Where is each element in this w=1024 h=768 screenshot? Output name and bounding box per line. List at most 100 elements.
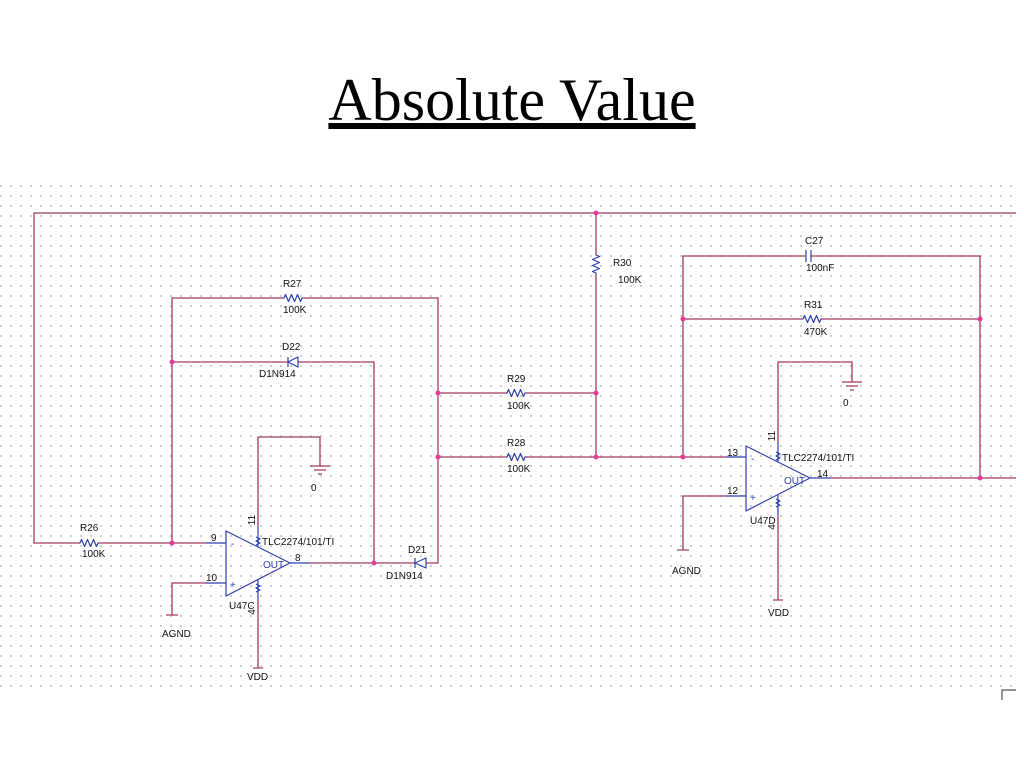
ground-icon: [842, 381, 862, 391]
pin-number-vpos: 11: [767, 430, 778, 441]
title-block-corner: [1001, 689, 1016, 700]
pin-number-vneg: 4: [247, 609, 258, 615]
vneg-marker: [255, 583, 261, 593]
ground-symbol-right: 0: [842, 381, 862, 409]
resistor-symbol: [283, 293, 303, 303]
pin-number-noninv: 10: [206, 573, 218, 584]
inverting-sign: -: [751, 454, 754, 465]
diode-d22: D22 D1N914: [259, 342, 301, 380]
junction-dot: [169, 540, 175, 546]
resistor-r26: R26 100K: [79, 523, 106, 560]
wire-r27-to-rectifier-node: [303, 297, 439, 564]
resistor-ref: R26: [80, 523, 99, 534]
resistor-value: 100K: [507, 401, 531, 412]
wire-d22-to-output: [298, 361, 375, 563]
junction-dot: [593, 210, 599, 216]
junction-dot: [435, 454, 441, 460]
ground-net-label: 0: [843, 398, 849, 409]
resistor-symbol: [591, 254, 601, 274]
opamp-ref: U47C: [229, 601, 255, 612]
junction-dot: [977, 475, 983, 481]
resistor-value: 100K: [283, 305, 307, 316]
ground-icon: [310, 465, 330, 475]
resistor-ref: R31: [804, 300, 823, 311]
opamp-ref: U47D: [750, 516, 776, 527]
capacitor-symbol: [805, 250, 812, 262]
resistor-ref: R28: [507, 438, 526, 449]
capacitor-value: 100nF: [806, 263, 834, 274]
junction-dot: [169, 359, 175, 365]
junction-dot: [593, 454, 599, 460]
wires: [33, 212, 1016, 668]
slide-title: Absolute Value: [0, 70, 1024, 130]
junction-dot: [593, 390, 599, 396]
pin-number-inv: 9: [211, 533, 217, 544]
opamp-u47c: - + TLC2274/101/TI OUT U47C 9 10 8 11 4: [206, 514, 334, 615]
wire-top-feedback: [33, 212, 1016, 544]
noninverting-sign: +: [230, 580, 236, 591]
resistor-r27: R27 100K: [283, 279, 307, 316]
diode-value: D1N914: [259, 369, 296, 380]
wire-u47c-vpos-to-ground: [257, 436, 321, 527]
resistor-symbol: [506, 388, 526, 398]
pin-number-vneg: 4: [767, 524, 778, 530]
junction-dot: [435, 390, 441, 396]
diode-d21: D21 D1N914: [386, 545, 427, 582]
capacitor-c27: C27 100nF: [805, 236, 834, 274]
pin-number-noninv: 12: [727, 486, 739, 497]
resistor-value: 100K: [507, 464, 531, 475]
opamp-out-label: OUT: [784, 476, 805, 487]
resistor-symbol: [506, 452, 526, 462]
agnd-net-label: AGND: [672, 566, 701, 577]
vdd-symbol-right: VDD: [768, 599, 789, 619]
wire-u47c-noninv-to-agnd: [171, 582, 206, 615]
resistor-value: 470K: [804, 327, 828, 338]
junction-dot: [371, 560, 377, 566]
diode-ref: D22: [282, 342, 301, 353]
junction-dot: [977, 316, 983, 322]
agnd-symbol-left: AGND: [162, 614, 191, 640]
resistor-r29: R29 100K: [506, 374, 531, 412]
diode-symbol: [287, 356, 299, 368]
pin-number-out: 14: [817, 469, 829, 480]
wire-u47d-vpos-to-ground: [777, 361, 853, 442]
resistor-r30: R30 100K: [591, 254, 642, 286]
noninverting-sign: +: [750, 493, 756, 504]
vpos-marker: [255, 536, 261, 546]
pin-number-vpos: 11: [247, 514, 258, 525]
resistor-ref: R29: [507, 374, 526, 385]
wire-c27-to-output: [811, 255, 981, 478]
ground-net-label: 0: [311, 483, 317, 494]
agnd-net-label: AGND: [162, 629, 191, 640]
wire-left-feedback-to-c27: [682, 255, 806, 457]
resistor-r31: R31 470K: [802, 300, 828, 338]
capacitor-ref: C27: [805, 236, 824, 247]
pin-number-inv: 13: [727, 448, 739, 459]
vdd-net-label: VDD: [247, 672, 268, 683]
opamp-out-label: OUT: [263, 560, 284, 571]
wire-u47d-noninv-to-agnd: [682, 495, 726, 550]
resistor-symbol: [802, 314, 822, 324]
inverting-sign: -: [231, 539, 234, 550]
opamp-part: TLC2274/101/TI: [262, 537, 334, 548]
opamp-pins: [726, 442, 830, 515]
vneg-marker: [775, 498, 781, 508]
vdd-symbol-left: VDD: [247, 667, 268, 683]
pin-number-out: 8: [295, 553, 301, 564]
resistor-value: 100K: [618, 275, 642, 286]
opamp-pins: [206, 527, 310, 600]
junction-dot: [680, 454, 686, 460]
junctions: [169, 210, 983, 566]
ground-symbol-left: 0: [310, 465, 330, 494]
resistor-r28: R28 100K: [506, 438, 531, 475]
diode-ref: D21: [408, 545, 427, 556]
resistor-ref: R30: [613, 258, 632, 269]
vpos-marker: [775, 451, 781, 461]
opamp-u47d: - + TLC2274/101/TI OUT U47D 13 12 14 11 …: [726, 430, 854, 530]
resistor-symbol: [79, 538, 99, 548]
resistor-ref: R27: [283, 279, 302, 290]
opamp-part: TLC2274/101/TI: [782, 453, 854, 464]
diode-value: D1N914: [386, 571, 423, 582]
agnd-symbol-right: AGND: [672, 549, 701, 577]
